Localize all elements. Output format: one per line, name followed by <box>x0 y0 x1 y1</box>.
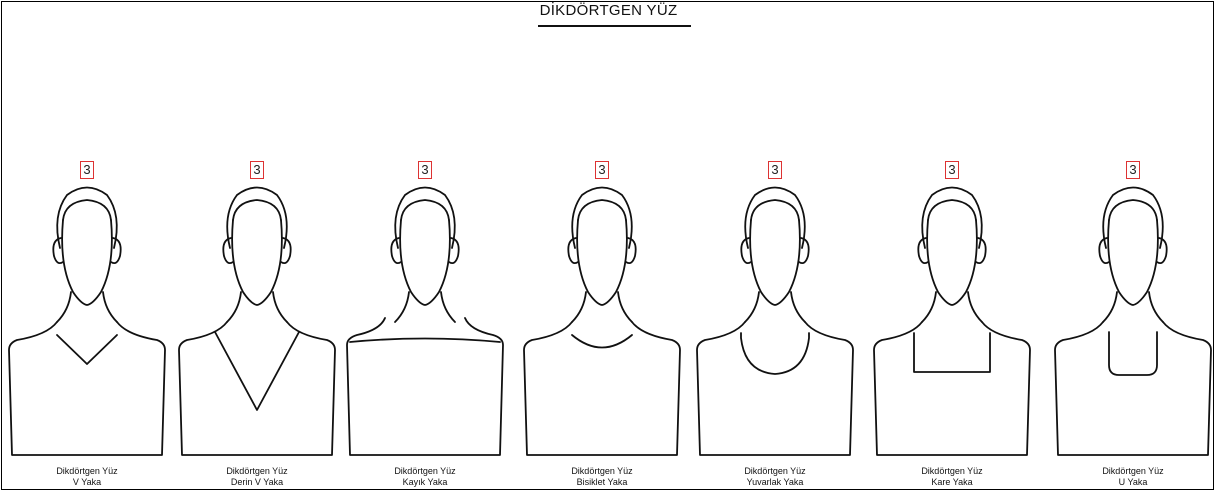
caption-face-type: Dikdörtgen Yüz <box>1048 466 1217 477</box>
face-outline <box>1108 220 1158 305</box>
neck-left <box>1103 292 1117 322</box>
neckline-u <box>1109 332 1157 375</box>
hair-line <box>1109 200 1157 220</box>
caption-neckline: U Yaka <box>1048 477 1217 488</box>
head-outline <box>1103 188 1163 249</box>
neck-right <box>1149 292 1163 322</box>
rating-badge: 3 <box>1126 161 1140 179</box>
torso-outline <box>1055 322 1211 455</box>
